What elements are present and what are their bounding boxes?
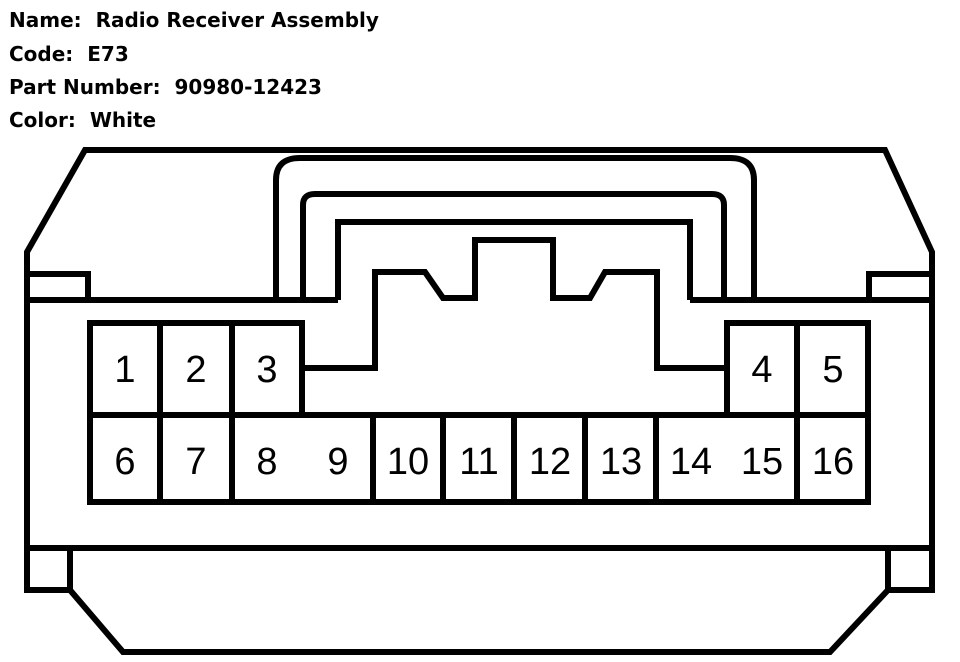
color-value: White: [89, 108, 157, 132]
right-ledge: [866, 271, 932, 300]
part-number-line: Part Number: 90980-12423: [9, 75, 322, 99]
pin-5: 5: [822, 349, 843, 391]
code-label: Code:: [9, 42, 74, 66]
bottom-rail-posts: [67, 548, 891, 590]
pin-10: 10: [387, 441, 429, 483]
latch-inner-frame: [300, 191, 727, 298]
pin-8: 8: [256, 441, 277, 483]
color-line: Color: White: [9, 108, 156, 132]
name-line: Name: Radio Receiver Assembly: [9, 8, 379, 32]
pin-3: 3: [256, 349, 277, 391]
part-number-value: 90980-12423: [174, 75, 322, 99]
pin-grid-dividers: [157, 323, 800, 502]
pin-13: 13: [600, 441, 642, 483]
latch-hood: [273, 155, 757, 300]
pin-12: 12: [529, 441, 571, 483]
code-value: E73: [87, 42, 129, 66]
pin-11: 11: [459, 441, 498, 483]
name-label: Name:: [9, 8, 82, 32]
name-value: Radio Receiver Assembly: [95, 8, 379, 32]
pin-9: 9: [327, 441, 348, 483]
left-ledge: [27, 271, 91, 300]
pin-4: 4: [751, 349, 772, 391]
part-number-label: Part Number:: [9, 75, 161, 99]
color-label: Color:: [9, 108, 76, 132]
code-line: Code: E73: [9, 42, 129, 66]
pin-2: 2: [185, 349, 206, 391]
pin-7: 7: [185, 441, 206, 483]
pin-1: 1: [114, 349, 135, 391]
pin-14: 14: [670, 441, 712, 483]
latch-tab: [335, 219, 693, 300]
pin-15: 15: [741, 441, 783, 483]
lock-key: [305, 237, 727, 371]
pin-6: 6: [114, 441, 135, 483]
pin-16: 16: [812, 441, 854, 483]
